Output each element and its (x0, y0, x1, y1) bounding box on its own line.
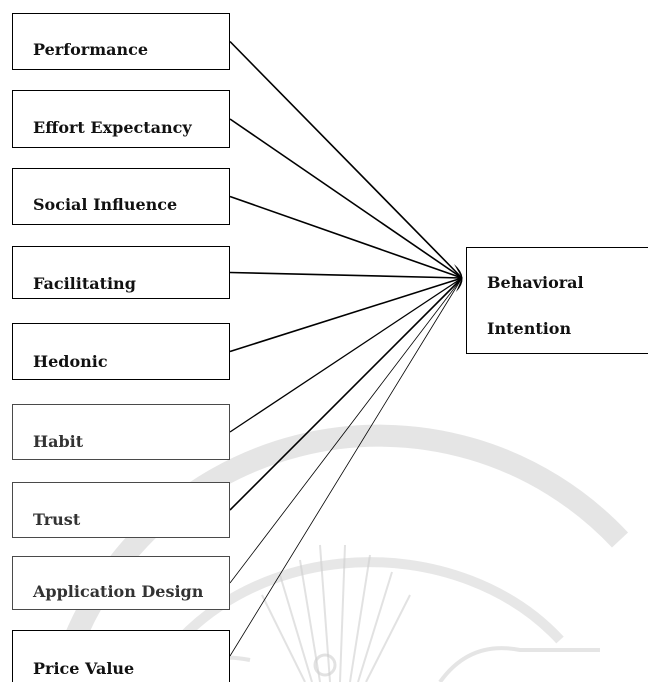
connector-hedonic (229, 277, 463, 353)
node-trust-label: Trust (33, 510, 81, 529)
node-price-value: Price Value (12, 630, 230, 682)
node-habit-label: Habit (33, 432, 84, 451)
node-habit: Habit (12, 404, 230, 460)
node-behavioral-intention-line1: Behavioral (487, 273, 584, 292)
connector-price (229, 277, 463, 657)
node-performance-label: Performance (33, 40, 149, 59)
node-price-value-label: Price Value (33, 659, 135, 678)
node-hedonic-label: Hedonic (33, 352, 108, 371)
connector-appdesign (229, 277, 463, 584)
connector-performance (229, 40, 463, 279)
node-performance: Performance (12, 13, 230, 70)
node-social-influence: Social Influence (12, 168, 230, 225)
node-hedonic: Hedonic (12, 323, 230, 380)
connectors (229, 40, 463, 657)
node-trust: Trust (12, 482, 230, 538)
node-behavioral-intention: Behavioral Intention (466, 247, 648, 354)
connector-effort (229, 118, 463, 279)
connector-social (229, 195, 463, 279)
node-facilitating: Facilitating (12, 246, 230, 299)
connector-habit (229, 277, 463, 433)
node-effort-expectancy: Effort Expectancy (12, 90, 230, 148)
node-application-design-label: Application Design (33, 582, 204, 601)
node-effort-expectancy-label: Effort Expectancy (33, 118, 192, 137)
node-facilitating-label: Facilitating (33, 274, 136, 293)
node-behavioral-intention-line2: Intention (487, 319, 572, 338)
connector-facilitating (229, 271, 463, 279)
node-social-influence-label: Social Influence (33, 195, 178, 214)
connector-trust (229, 277, 463, 511)
arrowhead-convergence (454, 264, 463, 292)
node-application-design: Application Design (12, 556, 230, 610)
